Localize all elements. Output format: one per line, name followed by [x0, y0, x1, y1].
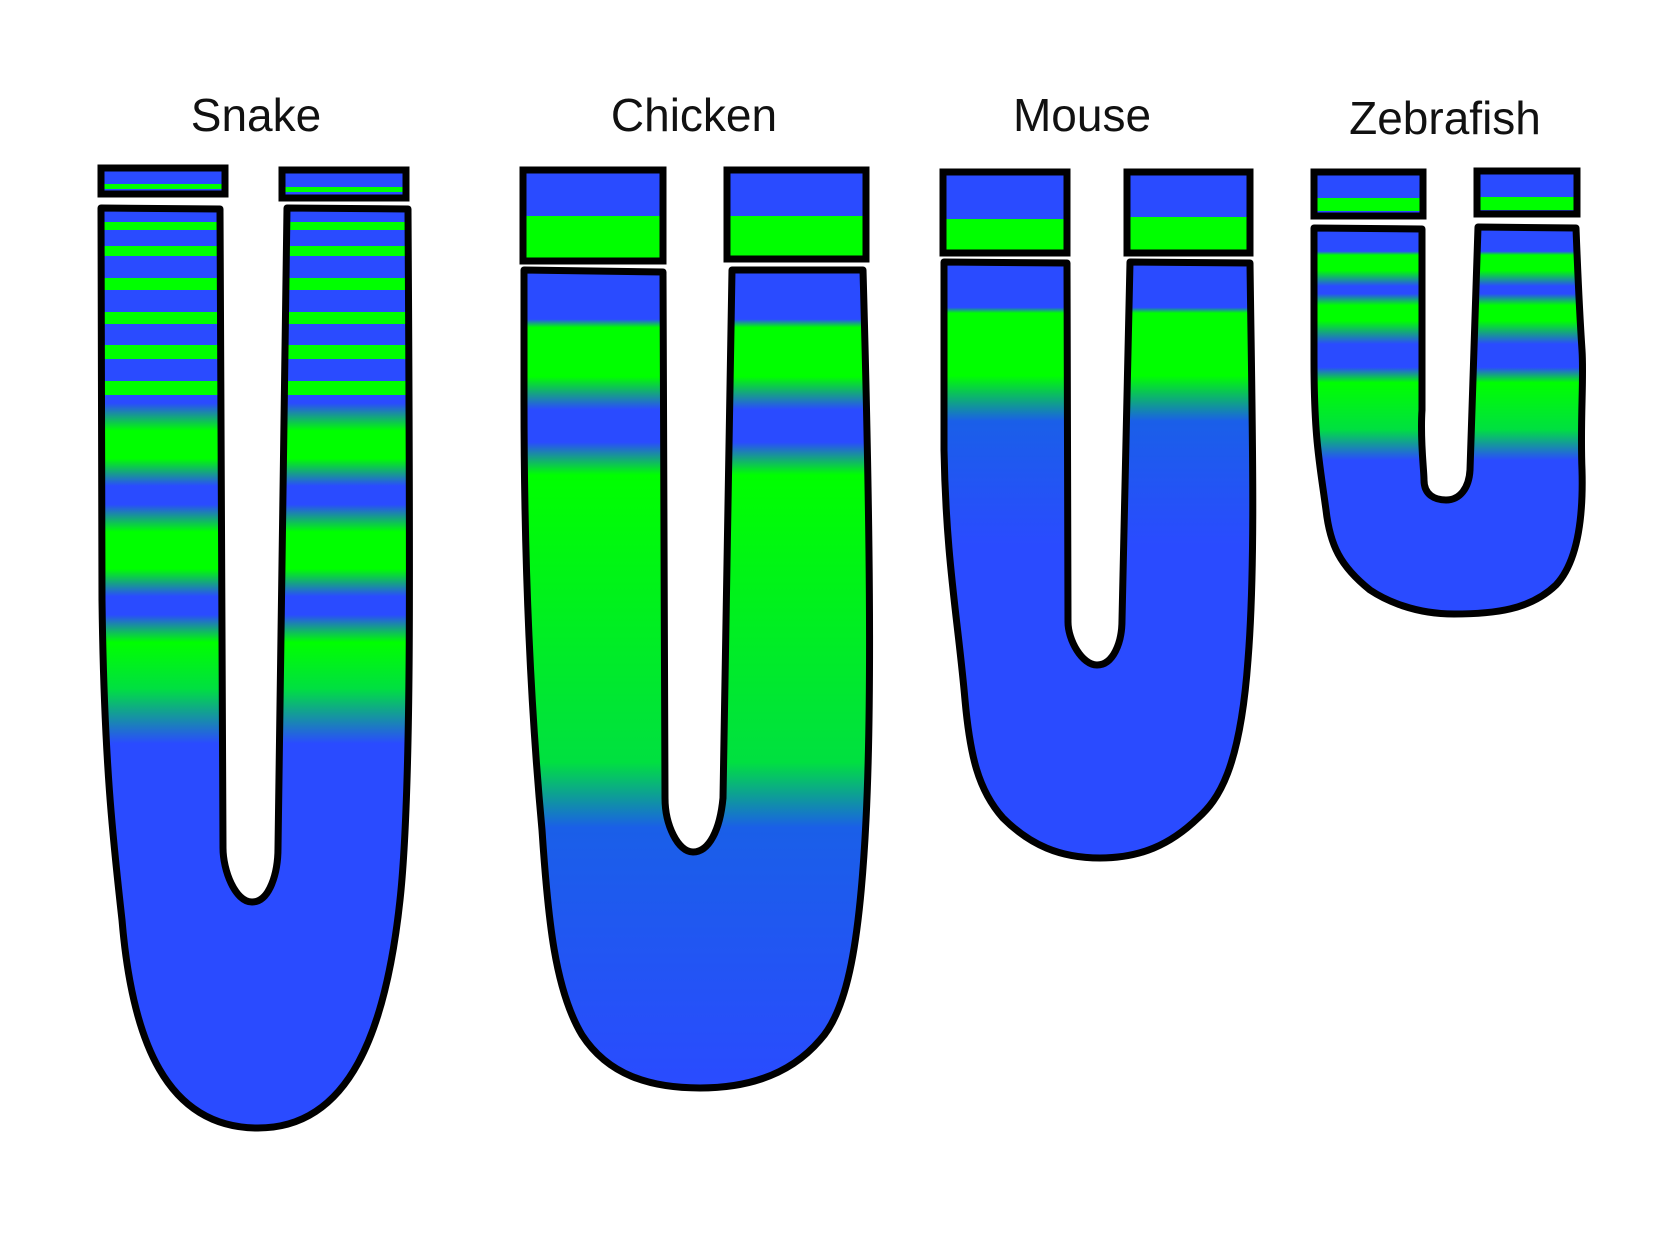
zebrafish-cap-right [1473, 167, 1581, 218]
zebrafish-body [1310, 223, 1587, 618]
snake-cap-left [97, 164, 229, 198]
zebrafish-diagram [1310, 167, 1587, 618]
chicken-diagram [519, 166, 874, 1092]
label-snake: Snake [190, 89, 322, 141]
mouse-body [940, 258, 1257, 862]
mouse-cap-right [1123, 168, 1254, 257]
label-chicken: Chicken [610, 89, 778, 141]
zebrafish-cap-left [1310, 168, 1427, 220]
snake-diagram [97, 164, 414, 1132]
snake-cap-right [278, 166, 410, 202]
mouse-cap-left [939, 168, 1071, 257]
snake-body [97, 204, 414, 1132]
label-mouse: Mouse [1012, 89, 1152, 141]
mouse-diagram [939, 168, 1257, 862]
chicken-body [520, 266, 874, 1092]
chicken-cap-right [723, 166, 870, 263]
label-zebrafish: Zebrafish [1349, 92, 1541, 144]
chicken-cap-left [519, 166, 667, 265]
